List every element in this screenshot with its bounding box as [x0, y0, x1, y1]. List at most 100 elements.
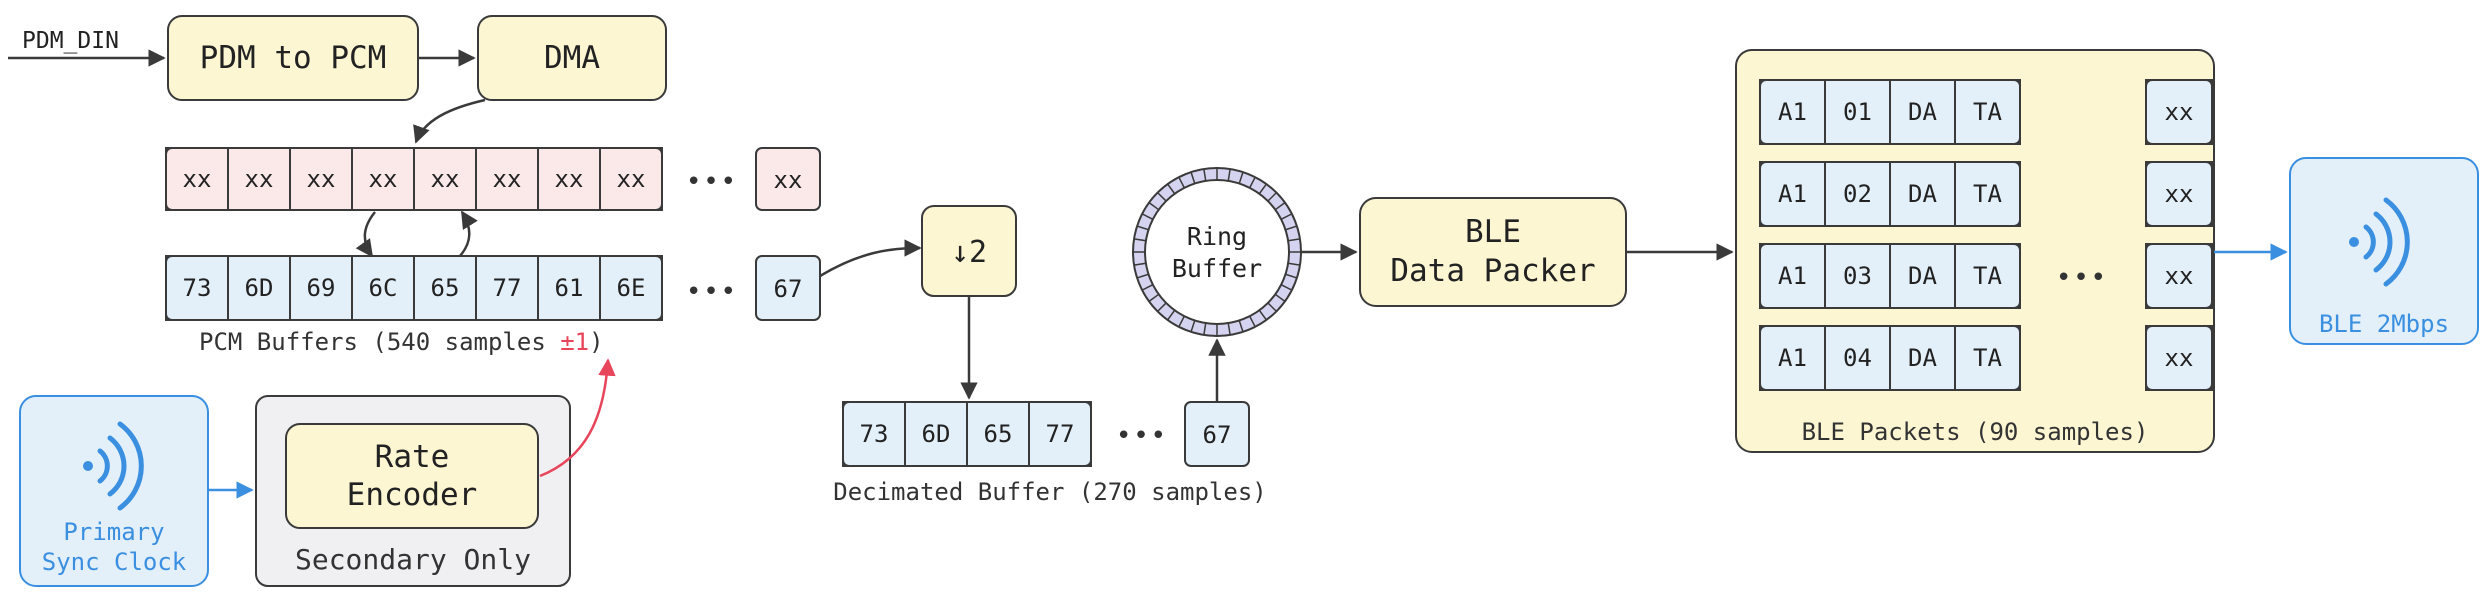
ring-segment [1280, 284, 1293, 291]
ring-segment [1178, 315, 1185, 328]
ring-segment [1258, 309, 1267, 321]
ring-segment [1274, 293, 1286, 302]
ring-segment [1148, 202, 1160, 211]
wireless-signal-icon [83, 421, 144, 511]
svg-text:xx: xx [774, 166, 803, 194]
ble-packet-last-cell-text: xx [2165, 344, 2194, 372]
ble-packet-cell: A1 [1759, 79, 1826, 145]
pcm-buffer-ellipsis: ••• [686, 277, 738, 307]
pcm-buffer-cell-text: 77 [493, 274, 522, 302]
upper-buffer-cell-text: xx [493, 165, 522, 193]
ring-buffer-label-line1: Ring [1187, 222, 1247, 251]
ring-segment [1133, 238, 1147, 242]
upper-buffer-cell: xx [537, 147, 601, 211]
ble-packet-cell-text: DA [1908, 262, 1937, 290]
ring-segment [1136, 273, 1149, 279]
primary-sync-clock-block: Primary Sync Clock [19, 395, 209, 587]
ble-packet-row [1759, 161, 2021, 227]
ring-segment [1267, 192, 1277, 202]
pcm-buffer-caption: PCM Buffers (540 samples ±1) [199, 328, 604, 356]
ble-packet-cell-text: TA [1973, 98, 2002, 126]
ring-segment [1280, 213, 1293, 220]
ble-packet-cell-text: A1 [1778, 262, 1807, 290]
pcm-buffer-cell-text: 73 [183, 274, 212, 302]
ble-packet-cell-text: TA [1973, 180, 2002, 208]
ble-packet-cell-text: A1 [1778, 180, 1807, 208]
svg-text:67: 67 [1203, 421, 1232, 449]
decimated-buffer-cell: 73 [842, 401, 906, 467]
rate-encoder-label-line2: Encoder [347, 477, 478, 513]
dma-label: DMA [544, 40, 600, 76]
dma-to-buffer-arrow [413, 98, 486, 144]
ble-packets-caption: BLE Packets (90 samples) [1802, 418, 2149, 446]
rate-encoder-block [285, 423, 539, 529]
ring-segment [1157, 192, 1167, 202]
upper-buffer-cell: xx [413, 147, 477, 211]
decimated-buffer-cell-text: 6D [922, 420, 951, 448]
ring-segment [1141, 284, 1154, 291]
ble-2mbps-label: BLE 2Mbps [2319, 310, 2449, 338]
ble-packet-cell: 01 [1824, 79, 1891, 145]
ble-packet-last-cell-text: xx [2165, 262, 2194, 290]
ring-segment [1274, 202, 1286, 211]
ring-segment [1203, 322, 1207, 336]
ring-segment [1178, 176, 1185, 189]
ring-segment [1267, 302, 1277, 312]
ble-packet-cell: DA [1889, 325, 1956, 391]
ring-segment [1287, 262, 1301, 266]
buffer-up-arrow [459, 210, 478, 257]
ble-packet-cell-text: 03 [1843, 262, 1872, 290]
ble-packet-cell: TA [1954, 325, 2021, 391]
rate-correction-arrow [539, 358, 616, 478]
ble-packet-last-cell-text: xx [2165, 98, 2194, 126]
upper-buffer-cell: xx [165, 147, 229, 211]
pdm-to-pcm-block: PDM to PCM [167, 15, 419, 101]
ring-segment [1141, 213, 1154, 220]
primary-sync-label-line1: Primary [63, 518, 164, 546]
decimated-buffer-cell: 65 [966, 401, 1030, 467]
pdm-to-pcm-label: PDM to PCM [200, 40, 387, 76]
ble-packet-cell: 03 [1824, 243, 1891, 309]
decimator-block: ↓2 [921, 205, 1017, 297]
ble-packet-cell: DA [1889, 161, 1956, 227]
dma-block: DMA [477, 15, 667, 101]
pcm-buffer-cell-text: 6D [245, 274, 274, 302]
pcm-buffer-cell-text: 6C [369, 274, 398, 302]
ring-segment [1133, 262, 1147, 266]
upper-buffer-cell-text: xx [431, 165, 460, 193]
pcm-buffer-last-cell: 67 [755, 255, 821, 321]
ring-segment [1148, 293, 1160, 302]
svg-text:67: 67 [774, 275, 803, 303]
ble-packet-cell-text: TA [1973, 262, 2002, 290]
ring-segment [1249, 176, 1256, 189]
pcm-buffer-cell-text: 69 [307, 274, 336, 302]
upper-buffer-frame [165, 147, 663, 211]
buffer-down-arrow [355, 211, 376, 258]
ble-packet-cell-text: 01 [1843, 98, 1872, 126]
ble-packet-cell-text: DA [1908, 98, 1937, 126]
ble-packet-last-frame [2145, 325, 2213, 391]
upper-buffer-cell: xx [227, 147, 291, 211]
decimated-buffer-cell: 6D [904, 401, 968, 467]
decimated-buffer-frame [842, 401, 1092, 467]
upper-buffer-cell: xx [475, 147, 539, 211]
ring-buffer-label-line2: Buffer [1172, 254, 1262, 283]
ring-segment [1203, 168, 1207, 182]
decimated-buffer-cell-text: 73 [860, 420, 889, 448]
pcm-buffer-cell: 6C [351, 255, 415, 321]
pcm-buffer-cell-text: 61 [555, 274, 584, 302]
ble-packets-ellipsis: ••• [2056, 263, 2108, 293]
packer-label-line2: Data Packer [1390, 253, 1595, 289]
ble-packet-last-cell: xx [2145, 161, 2213, 227]
upper-buffer-cell-text: xx [183, 165, 212, 193]
rate-encoder-label-line1: Rate [375, 439, 450, 475]
decimated-buffer-cell-text: 65 [984, 420, 1013, 448]
pcm-buffer-cell: 65 [413, 255, 477, 321]
ring-segment [1285, 225, 1298, 231]
ble-packet-cell-text: 02 [1843, 180, 1872, 208]
ble-packet-last-frame [2145, 243, 2213, 309]
